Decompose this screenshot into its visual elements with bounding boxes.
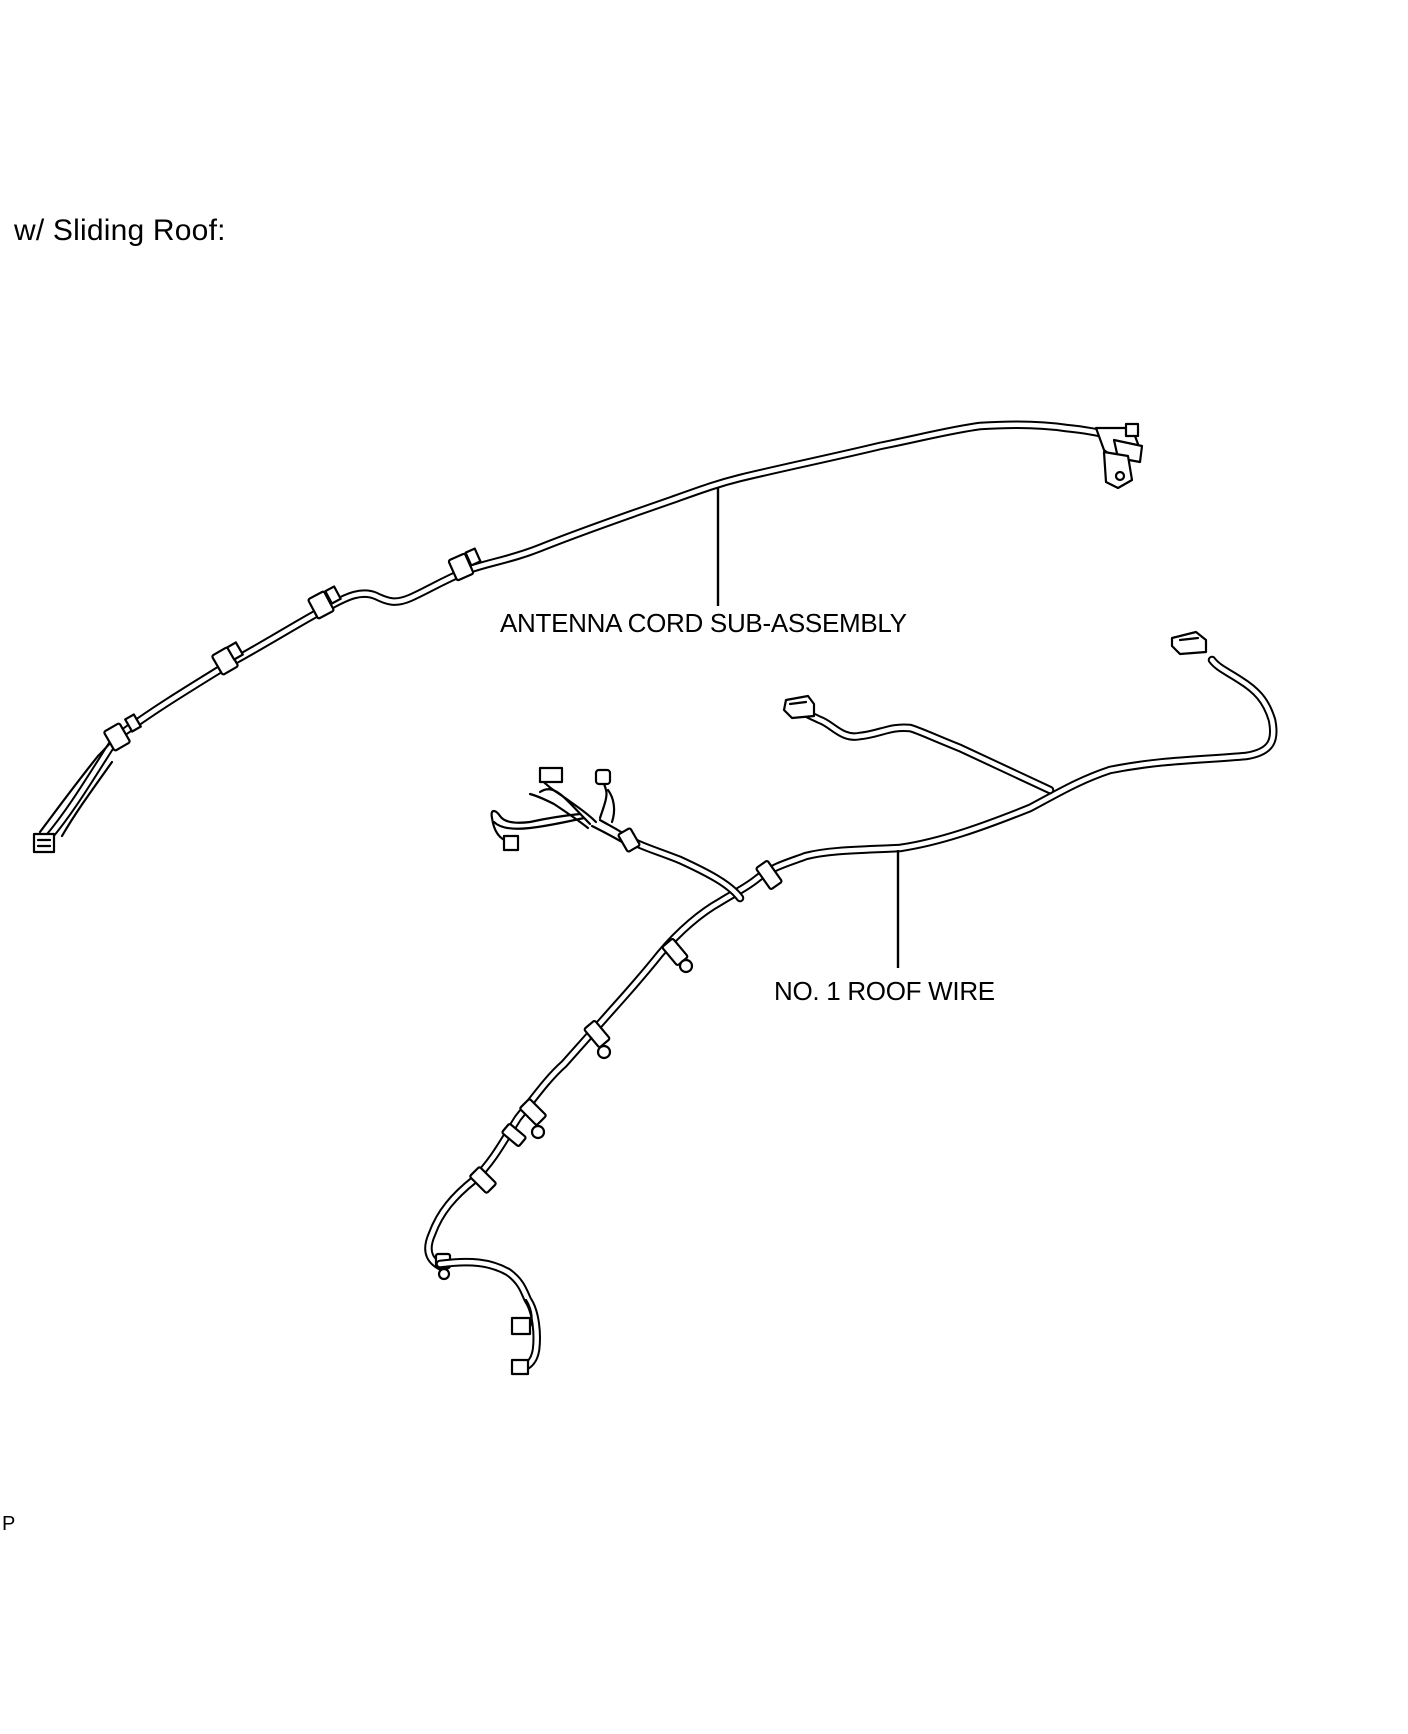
antenna-clamp [211,641,244,676]
roof-wire-connector-top-middle [782,694,816,720]
roof-wire-clamp [661,938,694,974]
roof-wire-clamp [469,1166,497,1194]
roof-wire-callout: NO. 1 ROOF WIRE [774,976,995,1006]
condition-label: w/ Sliding Roof: [14,214,226,247]
roof-wire-clamp [501,1123,527,1147]
sub-harness-connector-right [594,768,612,786]
roof-wire-connector-lower [510,1316,532,1376]
sub-harness-connector-top [538,766,564,784]
roof-wire-connector-top-right [1170,630,1208,656]
corner-mark: P [2,1513,16,1535]
antenna-cord-callout: ANTENNA CORD SUB-ASSEMBLY [500,608,907,638]
roof-wire-clamp [519,1098,547,1140]
no1-roof-wire [424,630,1278,1376]
antenna-connector-left [32,832,56,854]
antenna-clamp [307,585,342,620]
sub-harness-connector-left [502,834,520,852]
roof-wire-clamp [755,860,783,890]
antenna-clamp [447,547,482,582]
antenna-bracket-right [1094,422,1144,490]
antenna-cord-sub-assembly [32,420,1144,854]
antenna-clamp [103,713,142,752]
roof-wire-sub-harness [490,766,641,853]
roof-wire-clamp [583,1020,612,1060]
